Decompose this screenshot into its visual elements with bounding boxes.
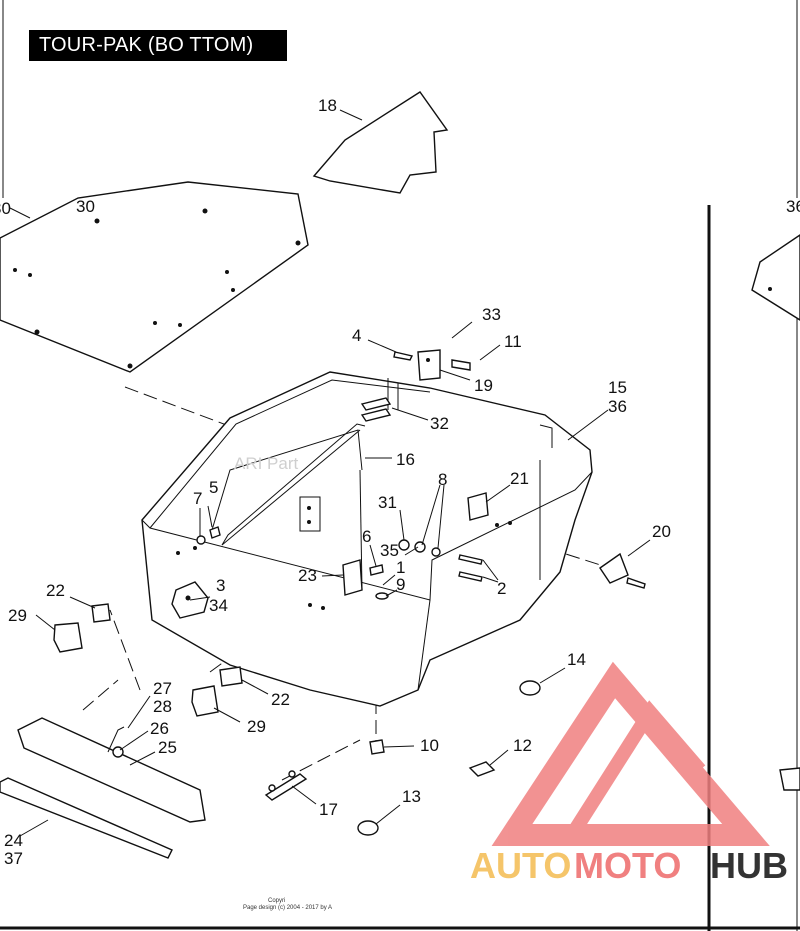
callout-14: 14: [567, 650, 586, 669]
callout-29-right: 29: [247, 717, 266, 736]
callout-28: 28: [153, 697, 172, 716]
callout-19: 19: [474, 376, 493, 395]
callout-27: 27: [153, 679, 172, 698]
callout-3: 3: [216, 576, 225, 595]
callout-7: 7: [193, 489, 202, 508]
callout-18: 18: [318, 96, 337, 115]
leader-lines: [9, 109, 651, 837]
hardware-parts: [0, 349, 800, 859]
callout-24: 24: [4, 831, 23, 850]
logo-text-moto: MOTO: [574, 845, 681, 886]
logo-text-hub: HUB: [710, 845, 788, 886]
callout-31: 31: [378, 493, 397, 512]
callout-34: 34: [209, 596, 228, 615]
callout-2: 2: [497, 579, 506, 598]
watermark-text: ARI Part: [234, 454, 299, 473]
callout-22-right: 22: [271, 690, 290, 709]
callout-25: 25: [158, 738, 177, 757]
callout-16: 16: [396, 450, 415, 469]
callout-8: 8: [438, 470, 447, 489]
logo-text-auto: AUTO: [470, 845, 571, 886]
callout-29-left: 29: [8, 606, 27, 625]
callout-37: 37: [4, 849, 23, 868]
part-30-base-plate: [0, 181, 309, 373]
automotohub-logo: AUTO MOTO HUB: [470, 661, 788, 886]
callout-15: 15: [608, 378, 627, 397]
callout-13: 13: [402, 787, 421, 806]
part-18-liner: [312, 91, 449, 194]
callout-32: 32: [430, 414, 449, 433]
callout-22-left: 22: [46, 581, 65, 600]
callout-36: 36: [608, 397, 627, 416]
part-15-tour-pak-box: [141, 371, 593, 707]
callout-6: 6: [362, 527, 371, 546]
copyright-line-2: Page design (c) 2004 - 2017 by A: [243, 905, 332, 911]
copyright-line-1: Copyri: [268, 898, 285, 904]
callout-11: 11: [504, 332, 522, 351]
callout-9: 9: [396, 575, 405, 594]
logo-triangle-icon: [491, 661, 770, 846]
callout-23: 23: [298, 566, 317, 585]
callout-12: 12: [513, 736, 532, 755]
callout-10: 10: [420, 736, 439, 755]
page-title: TOUR-PAK (BO TTOM): [29, 30, 287, 61]
callout-26: 26: [150, 719, 169, 738]
callout-numbers: 18 30 30 36 33 4 11 19 15 36 32 16 8 21 …: [0, 96, 800, 868]
callout-17: 17: [319, 800, 338, 819]
callout-21: 21: [510, 469, 529, 488]
callout-1: 1: [396, 558, 405, 577]
callout-30-center: 30: [76, 197, 95, 216]
callout-20: 20: [652, 522, 671, 541]
callout-4: 4: [352, 326, 361, 345]
callout-35: 35: [380, 541, 399, 560]
part-30-base-plate-partial: [751, 234, 800, 321]
callout-36-right: 36: [786, 197, 800, 216]
callout-33: 33: [482, 305, 501, 324]
callout-30-left: 30: [0, 199, 11, 218]
callout-5: 5: [209, 478, 218, 497]
